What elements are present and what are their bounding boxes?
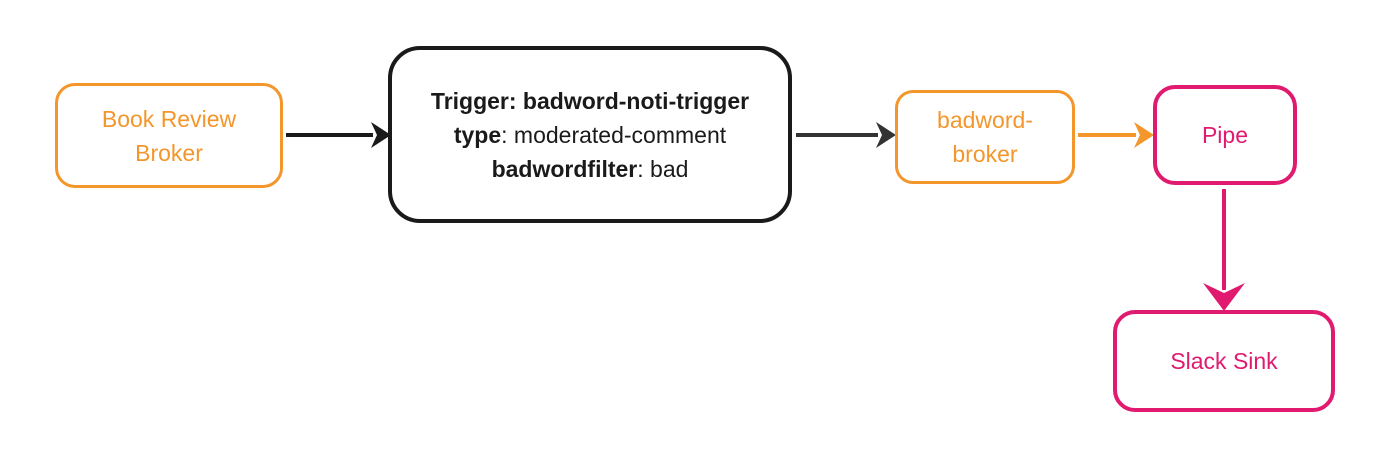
trigger-name-bold: Trigger: badword-noti-trigger	[430, 87, 750, 114]
node-book-review-broker: Book Review Broker	[55, 83, 283, 188]
node-pipe: Pipe	[1153, 85, 1297, 185]
trigger-line-name: Trigger: badword-noti-trigger	[431, 84, 749, 118]
trigger-type-value: : moderated-comment	[501, 121, 727, 148]
arrow-broker-to-trigger	[286, 122, 391, 148]
node-badword-broker-label: badword- broker	[937, 107, 1033, 167]
trigger-badwordfilter-value: : bad	[637, 155, 689, 182]
trigger-type-key: type	[453, 121, 502, 148]
arrow-badword-broker-to-pipe	[1078, 122, 1154, 148]
node-badword-broker: badword- broker	[895, 90, 1075, 184]
arrow-trigger-to-badword-broker	[796, 122, 896, 148]
node-slack-sink-label: Slack Sink	[1170, 348, 1278, 374]
node-slack-sink: Slack Sink	[1113, 310, 1335, 412]
node-pipe-label: Pipe	[1201, 122, 1249, 148]
trigger-line-type: type: moderated-comment	[431, 118, 749, 152]
node-trigger-text: Trigger: badword-noti-trigger type: mode…	[431, 84, 749, 186]
arrow-pipe-to-slack-sink	[1203, 189, 1245, 311]
node-book-review-broker-label: Book Review Broker	[101, 105, 237, 166]
node-trigger: Trigger: badword-noti-trigger type: mode…	[388, 46, 792, 223]
trigger-badwordfilter-key: badwordfilter	[491, 155, 638, 182]
trigger-line-badwordfilter: badwordfilter: bad	[431, 152, 749, 186]
